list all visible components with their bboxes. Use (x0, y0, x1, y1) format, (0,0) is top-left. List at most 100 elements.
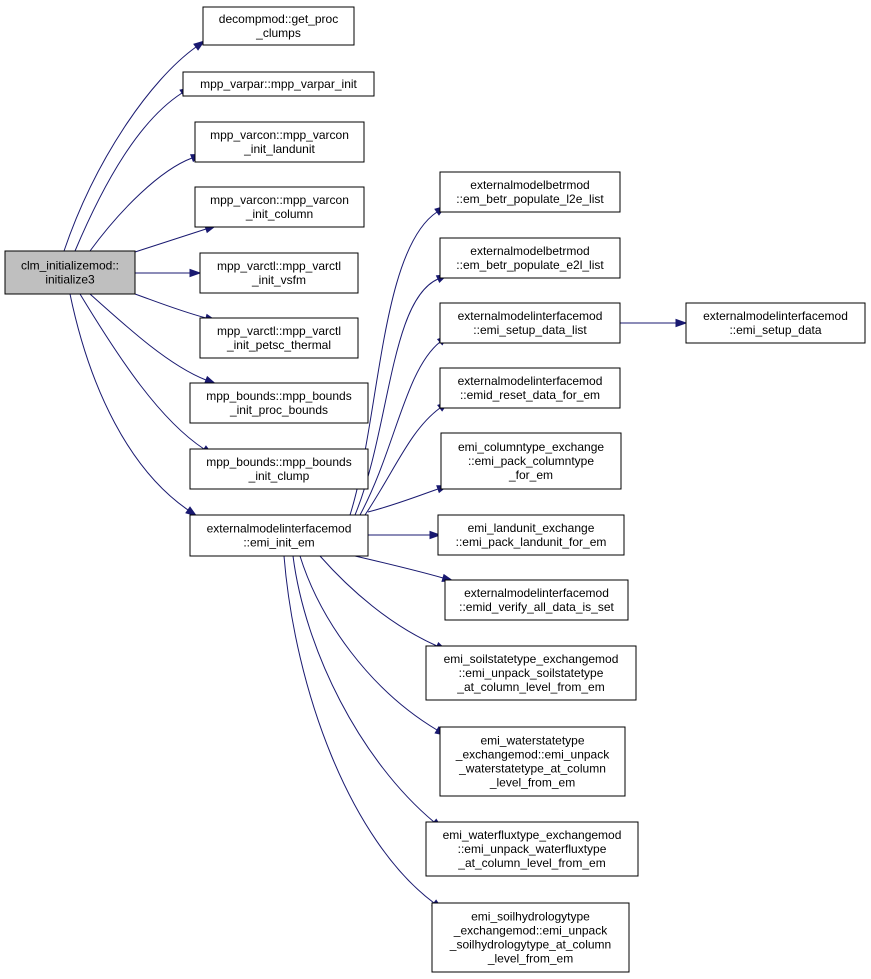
edge-n9-to-n11 (354, 274, 449, 516)
node-label-line: ::emid_verify_all_data_is_set (459, 600, 614, 614)
edge-line (319, 555, 438, 647)
edge-line (79, 293, 205, 450)
node-mpp-varcon-init-column[interactable]: mpp_varcon::mpp_varcon_init_column (194, 186, 365, 228)
node-label-line: clm_initializemod:: (21, 259, 119, 273)
node-label-line: externalmodelinterfacemod (464, 586, 609, 600)
node-label-line: mpp_varctl::mpp_varctl (217, 259, 341, 273)
node-emid-reset-data-for-em[interactable]: externalmodelinterfacemod::emid_reset_da… (439, 367, 621, 409)
edge-n0-to-n9 (69, 293, 198, 517)
edge-line (354, 555, 444, 579)
node-emi-setup-data[interactable]: externalmodelinterfacemod::emi_setup_dat… (685, 302, 866, 344)
edge-n9-to-n15 (367, 485, 449, 513)
node-label-line: _for_em (508, 468, 553, 482)
node-emi-setup-data-list[interactable]: externalmodelinterfacemod::emi_setup_dat… (439, 302, 621, 344)
node-box (440, 432, 622, 490)
node-label-line: emi_columntype_exchange (458, 440, 604, 454)
node-label-line: ::emi_setup_data_list (473, 323, 587, 337)
edge-n9-to-n17 (354, 555, 455, 582)
edge-n0-to-n5 (135, 268, 202, 278)
edge-n0-to-n7 (89, 293, 217, 385)
node-emi-unpack-soilstatetype[interactable]: emi_soilstatetype_exchangemod::emi_unpac… (425, 645, 637, 701)
node-label-line: mpp_bounds::mpp_bounds (206, 389, 351, 403)
node-emi-pack-columntype-for-em[interactable]: emi_columntype_exchange::emi_pack_column… (440, 432, 622, 490)
edge-line (74, 92, 183, 252)
edge-line (292, 555, 435, 823)
node-label-line: mpp_varcon::mpp_varcon (210, 193, 349, 207)
arrowhead-icon (189, 268, 202, 278)
node-box (439, 171, 621, 213)
node-box (199, 252, 359, 294)
node-label-line: ::emi_pack_landunit_for_em (456, 535, 607, 549)
edge-line (367, 488, 439, 513)
node-box (199, 317, 359, 359)
node-label-line: _init_proc_bounds (229, 403, 328, 417)
node-label-line: _exchangemod::emi_unpack (453, 924, 608, 938)
edge-line (89, 157, 193, 252)
node-box (425, 645, 637, 701)
node-mpp-bounds-init-proc-bounds[interactable]: mpp_bounds::mpp_bounds_init_proc_bounds (189, 382, 369, 424)
node-label-line: externalmodelinterfacemod (458, 309, 603, 323)
node-label-line: _waterstatetype_at_column (458, 762, 606, 776)
edge-line (69, 293, 189, 511)
node-label-line: ::emi_unpack_soilstatetype (459, 666, 604, 680)
node-box (685, 302, 866, 344)
node-clm-initializemod-initialize3: clm_initializemod::initialize3 (4, 250, 136, 295)
node-label-line: decompmod::get_proc (219, 12, 338, 26)
node-box (182, 71, 375, 97)
edge-n0-to-n2 (74, 86, 192, 252)
node-emid-verify-all-data-is-set[interactable]: externalmodelinterfacemod::emid_verify_a… (444, 579, 629, 621)
arrowhead-icon (675, 318, 688, 328)
edge-line (89, 293, 207, 381)
node-box (4, 250, 136, 295)
node-label-line: externalmodelbetrmod (470, 244, 589, 258)
node-mpp-varctl-init-petsc-thermal[interactable]: mpp_varctl::mpp_varctl_init_petsc_therma… (199, 317, 359, 359)
edge-line (134, 228, 207, 253)
node-box (194, 121, 365, 163)
edge-n9-to-n21 (283, 555, 444, 910)
node-emi-unpack-waterfluxtype[interactable]: emi_waterfluxtype_exchangemod::emi_unpac… (425, 821, 639, 877)
node-label-line: emi_soilhydrologytype (471, 910, 590, 924)
node-emi-unpack-waterstatetype[interactable]: emi_waterstatetype_exchangemod::emi_unpa… (439, 726, 626, 797)
edge-n0-to-n4 (134, 225, 217, 253)
edge-line (299, 555, 438, 731)
node-label-line: ::em_betr_populate_e2l_list (456, 258, 604, 272)
node-mpp-varcon-init-landunit[interactable]: mpp_varcon::mpp_varcon_init_landunit (194, 121, 365, 163)
node-box (425, 821, 639, 877)
node-emi-init-em[interactable]: externalmodelinterfacemod::emi_init_em (189, 514, 369, 557)
node-box (431, 902, 630, 973)
node-label-line: ::emi_init_em (243, 536, 314, 550)
node-box (189, 382, 369, 424)
arrowhead-icon (185, 506, 198, 517)
node-mpp-varpar-init[interactable]: mpp_varpar::mpp_varpar_init (182, 71, 375, 97)
node-label-line: ::emi_setup_data (729, 323, 821, 337)
node-box (189, 448, 369, 490)
node-label-line: mpp_bounds::mpp_bounds (206, 455, 351, 469)
edge-line (364, 407, 441, 516)
node-label-line: _soilhydrologytype_at_column (449, 938, 611, 952)
node-label-line: ::emi_unpack_waterfluxtype (458, 842, 607, 856)
edge-n9-to-n14 (364, 401, 450, 516)
node-emi-pack-landunit-for-em[interactable]: emi_landunit_exchange::emi_pack_landunit… (437, 514, 625, 556)
node-label-line: _clumps (255, 26, 301, 40)
node-decompmod-get-proc-clumps[interactable]: decompmod::get_proc_clumps (202, 6, 355, 46)
node-box (439, 367, 621, 409)
arrowhead-icon (193, 40, 206, 51)
edge-line (134, 293, 207, 319)
node-em-betr-populate-e2l-list[interactable]: externalmodelbetrmod::em_betr_populate_e… (439, 237, 621, 279)
edge-n12-to-n13 (620, 318, 688, 328)
node-label-line: _level_from_em (487, 952, 573, 966)
node-box (437, 514, 625, 556)
node-label-line: _init_vsfm (251, 273, 306, 287)
node-label-line: _at_column_level_from_em (457, 856, 605, 870)
node-label-line: _level_from_em (489, 776, 575, 790)
node-label-line: _at_column_level_from_em (456, 680, 604, 694)
node-mpp-bounds-init-clump[interactable]: mpp_bounds::mpp_bounds_init_clump (189, 448, 369, 490)
node-mpp-varctl-init-vsfm[interactable]: mpp_varctl::mpp_varctl_init_vsfm (199, 252, 359, 294)
node-label-line: _init_clump (248, 469, 310, 483)
node-label-line: mpp_varpar::mpp_varpar_init (200, 77, 357, 91)
node-emi-unpack-soilhydrologytype[interactable]: emi_soilhydrologytype_exchangemod::emi_u… (431, 902, 630, 973)
edge-n9-to-n19 (299, 555, 447, 736)
node-box (189, 514, 369, 557)
node-em-betr-populate-l2e-list[interactable]: externalmodelbetrmod::em_betr_populate_l… (439, 171, 621, 213)
